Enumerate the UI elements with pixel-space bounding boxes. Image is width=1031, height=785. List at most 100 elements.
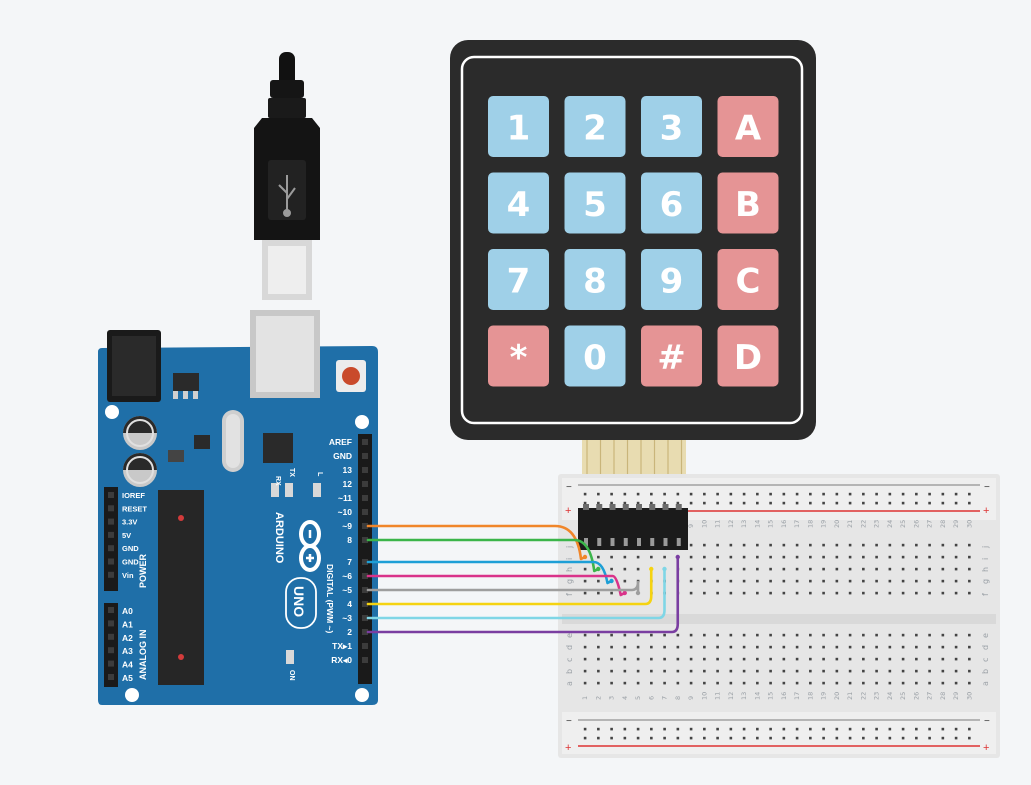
rail-hole[interactable] <box>636 727 640 731</box>
rail-hole[interactable] <box>703 736 706 740</box>
rail-hole[interactable] <box>941 492 945 496</box>
grid-hole[interactable] <box>809 645 812 649</box>
grid-hole[interactable] <box>703 681 706 685</box>
rail-hole[interactable] <box>941 727 945 731</box>
grid-hole[interactable] <box>901 645 905 649</box>
wire-pin-3[interactable] <box>366 567 666 620</box>
rail-hole[interactable] <box>742 727 746 731</box>
grid-hole[interactable] <box>928 633 931 637</box>
grid-hole[interactable] <box>769 681 772 685</box>
grid-hole[interactable] <box>610 633 613 637</box>
rail-hole[interactable] <box>742 492 746 496</box>
grid-hole[interactable] <box>689 633 693 637</box>
grid-hole[interactable] <box>583 591 587 595</box>
rail-hole[interactable] <box>888 501 892 505</box>
pin-hole[interactable] <box>362 523 368 529</box>
key-5[interactable]: 5 <box>564 172 626 234</box>
grid-hole[interactable] <box>689 591 693 595</box>
grid-hole[interactable] <box>901 555 905 559</box>
grid-hole[interactable] <box>689 579 693 583</box>
grid-hole[interactable] <box>968 579 971 583</box>
grid-hole[interactable] <box>623 555 627 559</box>
grid-hole[interactable] <box>875 555 878 559</box>
grid-hole[interactable] <box>968 633 971 637</box>
grid-hole[interactable] <box>822 633 825 637</box>
rail-hole[interactable] <box>729 492 733 496</box>
rail-hole[interactable] <box>623 727 627 731</box>
rail-hole[interactable] <box>689 492 693 496</box>
grid-hole[interactable] <box>703 633 706 637</box>
grid-hole[interactable] <box>941 567 945 571</box>
key-8[interactable]: 8 <box>564 249 626 310</box>
grid-hole[interactable] <box>822 657 825 661</box>
key-#[interactable]: # <box>641 325 702 387</box>
grid-hole[interactable] <box>742 669 746 673</box>
grid-hole[interactable] <box>954 645 958 649</box>
rail-hole[interactable] <box>862 501 865 505</box>
key-7[interactable]: 7 <box>488 249 549 310</box>
rail-hole[interactable] <box>650 492 653 496</box>
grid-hole[interactable] <box>610 681 613 685</box>
grid-hole[interactable] <box>928 543 931 547</box>
grid-hole[interactable] <box>822 579 825 583</box>
key-B[interactable]: B <box>717 172 779 234</box>
grid-hole[interactable] <box>875 543 878 547</box>
grid-hole[interactable] <box>968 681 971 685</box>
grid-hole[interactable] <box>875 645 878 649</box>
rail-hole[interactable] <box>848 501 852 505</box>
pin-hole[interactable] <box>362 629 368 635</box>
rail-hole[interactable] <box>689 501 693 505</box>
pin-hole[interactable] <box>108 558 114 565</box>
grid-hole[interactable] <box>769 645 772 649</box>
grid-hole[interactable] <box>915 669 918 673</box>
grid-hole[interactable] <box>901 543 905 547</box>
rail-hole[interactable] <box>769 736 772 740</box>
rail-hole[interactable] <box>610 492 613 496</box>
key-4[interactable]: 4 <box>488 172 549 234</box>
grid-hole[interactable] <box>941 579 945 583</box>
grid-hole[interactable] <box>782 633 786 637</box>
rail-hole[interactable] <box>636 501 640 505</box>
grid-hole[interactable] <box>954 579 958 583</box>
grid-hole[interactable] <box>716 669 719 673</box>
grid-hole[interactable] <box>915 591 918 595</box>
rail-hole[interactable] <box>756 736 759 740</box>
rail-hole[interactable] <box>875 727 878 731</box>
grid-hole[interactable] <box>583 645 587 649</box>
rail-hole[interactable] <box>729 727 733 731</box>
pin-hole[interactable] <box>362 495 368 501</box>
grid-hole[interactable] <box>650 681 653 685</box>
rail-hole[interactable] <box>742 736 746 740</box>
grid-hole[interactable] <box>915 657 918 661</box>
rail-hole[interactable] <box>795 736 799 740</box>
grid-hole[interactable] <box>862 543 865 547</box>
rail-hole[interactable] <box>663 727 666 731</box>
grid-hole[interactable] <box>623 657 627 661</box>
rail-hole[interactable] <box>809 736 812 740</box>
grid-hole[interactable] <box>597 579 600 583</box>
grid-hole[interactable] <box>636 657 640 661</box>
grid-hole[interactable] <box>716 633 719 637</box>
rail-hole[interactable] <box>597 727 600 731</box>
rail-hole[interactable] <box>862 492 865 496</box>
grid-hole[interactable] <box>928 657 931 661</box>
grid-hole[interactable] <box>610 669 613 673</box>
rail-hole[interactable] <box>729 736 733 740</box>
rail-hole[interactable] <box>742 501 746 505</box>
rail-hole[interactable] <box>888 727 892 731</box>
pin-hole[interactable] <box>362 439 368 445</box>
grid-hole[interactable] <box>716 681 719 685</box>
grid-hole[interactable] <box>888 591 892 595</box>
key-3[interactable]: 3 <box>641 96 702 157</box>
grid-hole[interactable] <box>901 681 905 685</box>
grid-hole[interactable] <box>928 555 931 559</box>
pin-hole[interactable] <box>362 657 368 663</box>
grid-hole[interactable] <box>968 543 971 547</box>
grid-hole[interactable] <box>716 579 719 583</box>
grid-hole[interactable] <box>915 543 918 547</box>
grid-hole[interactable] <box>782 567 786 571</box>
grid-hole[interactable] <box>862 567 865 571</box>
grid-hole[interactable] <box>941 645 945 649</box>
grid-hole[interactable] <box>862 657 865 661</box>
